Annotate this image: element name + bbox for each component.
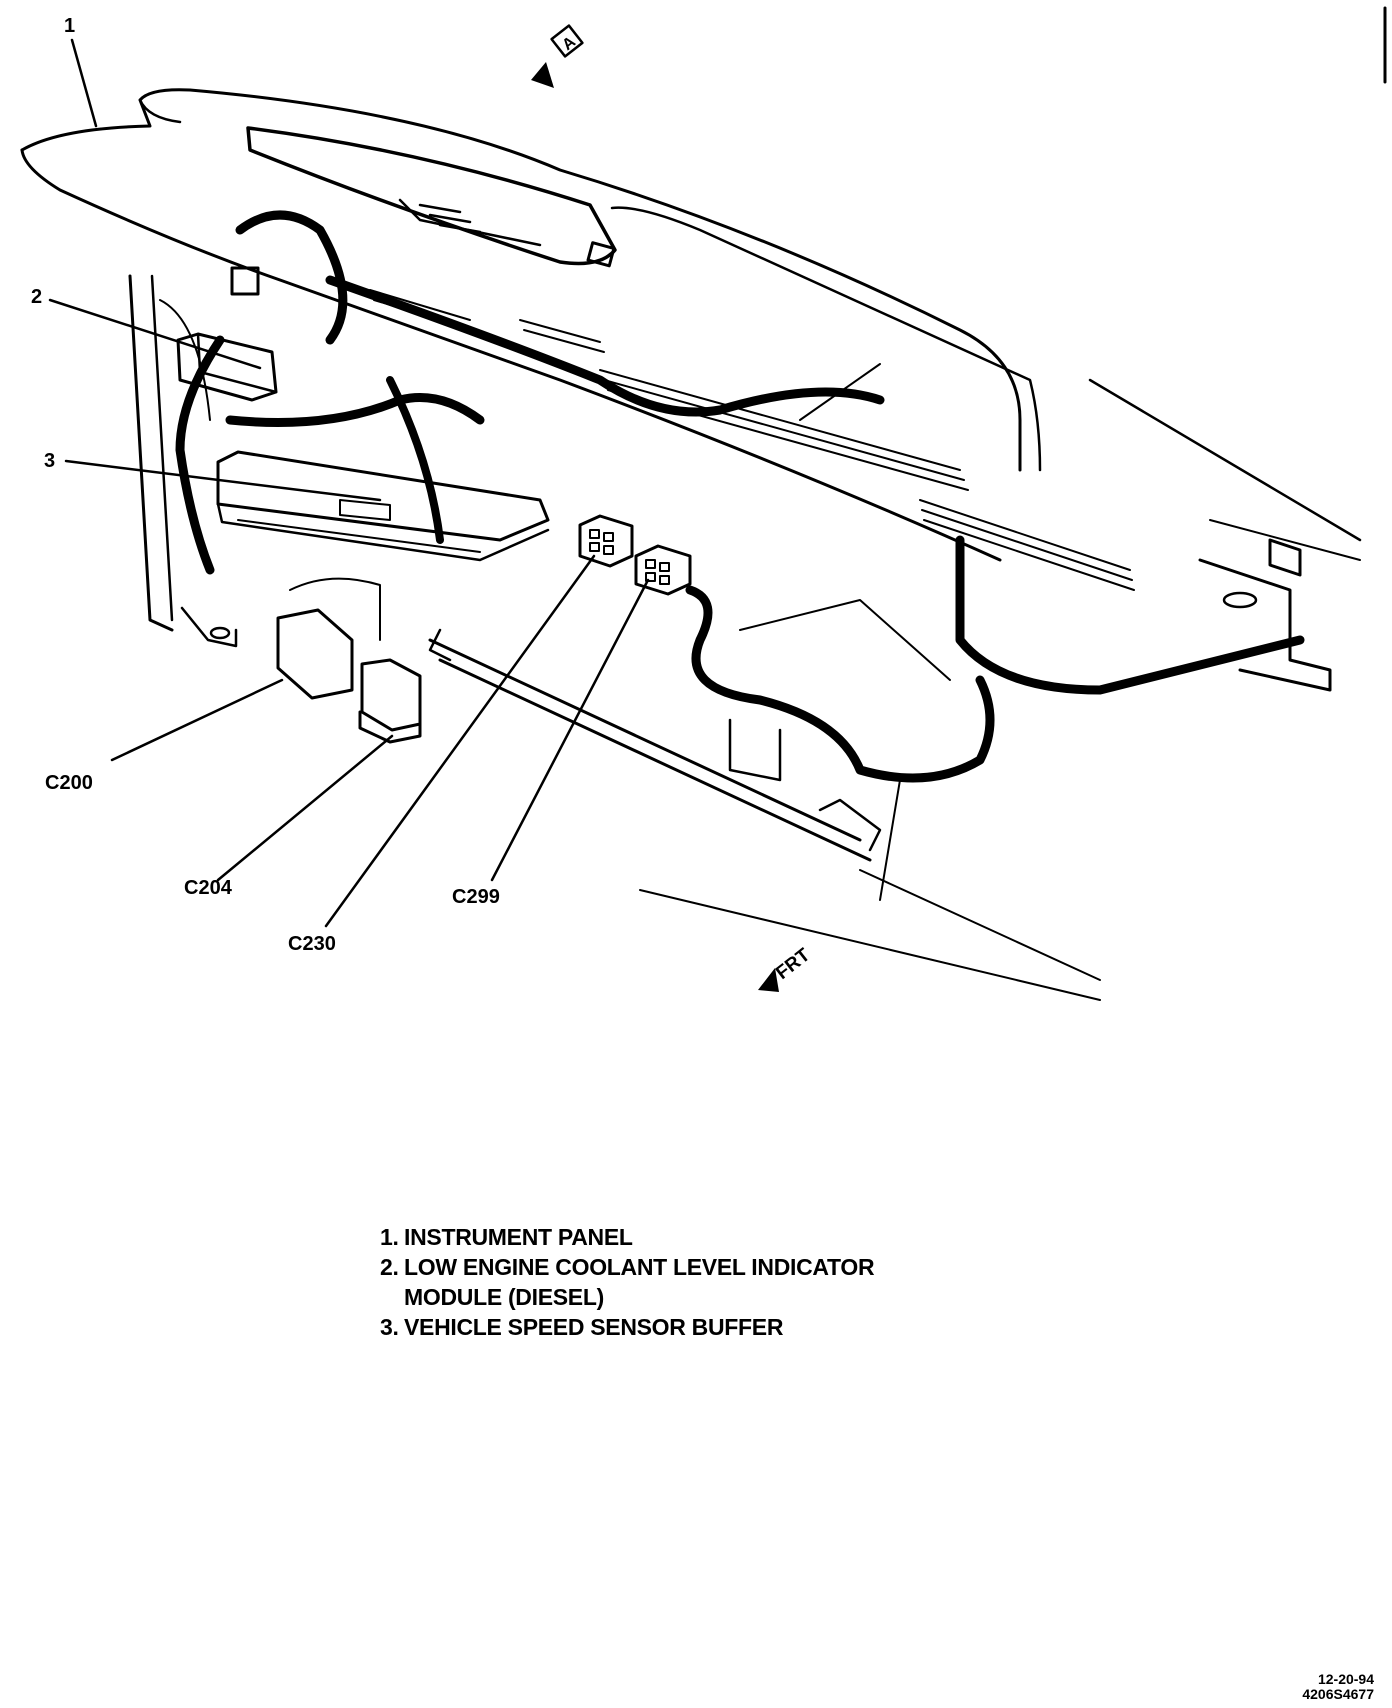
callout-1: 1 bbox=[64, 15, 75, 37]
coolant-level-module bbox=[176, 266, 278, 402]
front-marker: FRT bbox=[758, 944, 814, 992]
front-label: FRT bbox=[772, 944, 814, 984]
callout-2: 2 bbox=[31, 286, 42, 308]
right-bracket bbox=[728, 538, 1332, 782]
lower-wire-harness bbox=[685, 535, 1305, 783]
upper-wire-harness bbox=[175, 210, 885, 575]
callout-c204: C204 bbox=[184, 877, 233, 899]
callout-3: 3 bbox=[44, 450, 55, 472]
dash-vents bbox=[369, 289, 1135, 591]
connector-c299-body bbox=[634, 544, 692, 596]
legend-item: 3. VEHICLE SPEED SENSOR BUFFER bbox=[380, 1312, 1000, 1342]
connector-c204-body bbox=[358, 658, 422, 744]
lower-brace-rail bbox=[428, 628, 1101, 1001]
legend-text: VEHICLE SPEED SENSOR BUFFER bbox=[404, 1314, 784, 1340]
drawing-stamp: 12-20-94 4206S4677 bbox=[1302, 1672, 1374, 1702]
stamp-date: 12-20-94 bbox=[1317, 1671, 1374, 1687]
leader-lines bbox=[48, 38, 881, 928]
connector-c230-body bbox=[578, 514, 634, 568]
defroster-duct bbox=[246, 126, 617, 268]
legend-text: LOW ENGINE COOLANT LEVEL INDICATOR bbox=[404, 1254, 875, 1280]
speed-sensor-buffer bbox=[216, 450, 550, 562]
callout-c200: C200 bbox=[45, 772, 93, 794]
instrument-panel-shell bbox=[20, 88, 1362, 562]
callout-c299: C299 bbox=[452, 886, 500, 908]
connector-c200-body bbox=[276, 577, 381, 700]
stamp-code: 4206S4677 bbox=[1302, 1686, 1374, 1702]
legend-text-continued: MODULE (DIESEL) bbox=[404, 1284, 604, 1310]
view-a-marker: A bbox=[531, 24, 584, 88]
legend-text: INSTRUMENT PANEL bbox=[404, 1224, 633, 1250]
legend-num: 2. bbox=[380, 1254, 399, 1280]
legend-num: 1. bbox=[380, 1224, 399, 1250]
legend-item: 1. INSTRUMENT PANEL bbox=[380, 1222, 1000, 1252]
callout-c230: C230 bbox=[288, 933, 336, 955]
legend-item: 2. LOW ENGINE COOLANT LEVEL INDICATOR bbox=[380, 1252, 1000, 1282]
parts-legend: 1. INSTRUMENT PANEL 2. LOW ENGINE COOLAN… bbox=[380, 1222, 1000, 1342]
legend-num: 3. bbox=[380, 1314, 399, 1340]
